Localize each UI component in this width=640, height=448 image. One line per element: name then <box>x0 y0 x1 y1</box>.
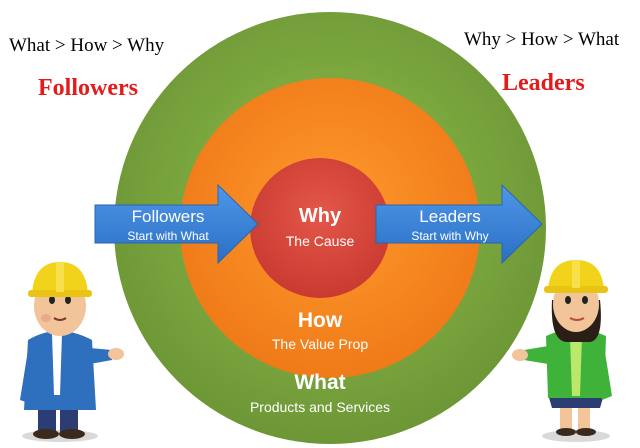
leaders-heading: Leaders <box>502 70 585 96</box>
why-subtitle: The Cause <box>286 233 355 249</box>
inner-ring-why <box>250 158 390 298</box>
why-title: Why <box>299 205 342 227</box>
how-title: How <box>298 309 343 332</box>
followers-heading: Followers <box>38 75 138 101</box>
leaders-sequence: Why > How > What <box>464 29 620 50</box>
follower-worker-icon <box>20 262 124 442</box>
leaders-arrow-title: Leaders <box>419 207 480 226</box>
what-title: What <box>294 371 345 394</box>
leader-worker-icon <box>512 260 612 442</box>
what-subtitle: Products and Services <box>250 399 390 415</box>
leaders-arrow <box>375 183 543 265</box>
followers-arrow-title: Followers <box>132 207 205 226</box>
followers-arrow-subtitle: Start with What <box>127 229 209 243</box>
how-subtitle: The Value Prop <box>272 336 368 352</box>
leaders-arrow-subtitle: Start with Why <box>411 229 488 243</box>
followers-arrow <box>94 183 259 265</box>
followers-sequence: What > How > Why <box>9 35 165 56</box>
